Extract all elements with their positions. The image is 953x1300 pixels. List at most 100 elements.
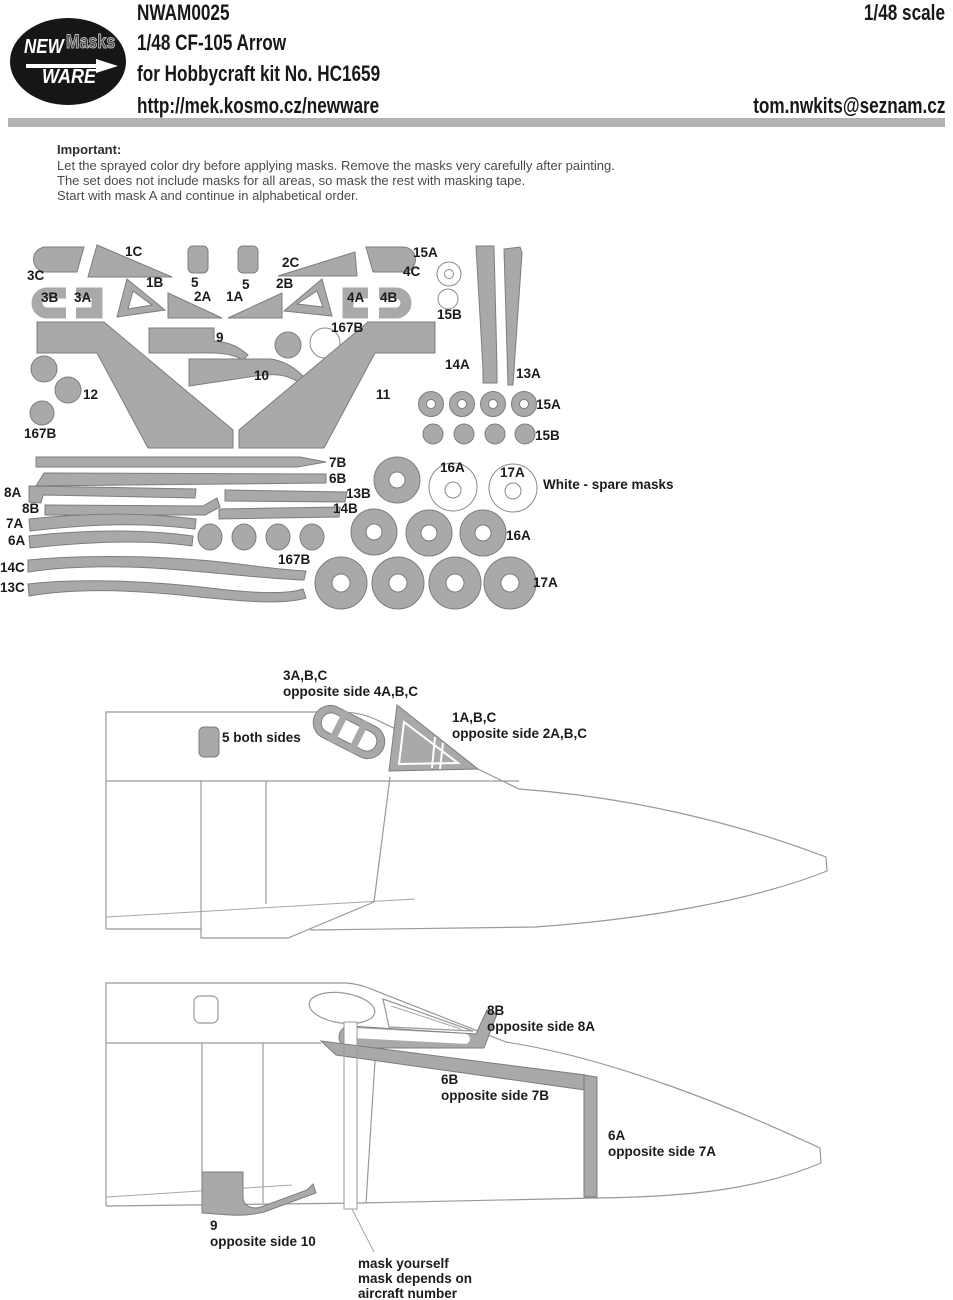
callout-3abc-line1: 3A,B,C [283,668,328,683]
mask-shape-14a [475,245,498,384]
sheet-label-16a-white: 16A [440,460,465,475]
sheet-label-15a-row: 15A [536,397,561,412]
fuselage-window-outline [193,995,219,1024]
mask-strip-14c [27,555,307,581]
mask-shape-1c [87,244,173,278]
sheet-label-12: 12 [83,387,99,402]
mask-strip-13c [27,580,307,603]
mask-circle-row-15b [422,423,536,445]
callout-1abc-line2: opposite side 2A,B,C [452,726,588,741]
callout-6b-line1: 6B [441,1072,459,1087]
header-divider [8,118,945,127]
notes-heading: Important: [57,142,122,157]
sheet-label-13a: 13A [516,366,541,381]
callout-8b-line2: opposite side 8A [487,1019,596,1034]
sheet-label-167b-top: 167B [331,320,364,335]
sheet-label-6b: 6B [329,471,347,486]
spare-mask-15b-white [437,288,459,310]
mask-shape-12 [36,321,234,449]
mask-shape-11 [238,321,436,449]
sheet-label-6a: 6A [8,533,26,548]
mask-strip-8a [28,485,197,504]
callout-6b-line2: opposite side 7B [441,1088,550,1103]
callout-mask-yourself-line3: aircraft number [358,1286,458,1300]
spare-mask-15a-white-hole [444,269,454,279]
sheet-label-13b: 13B [346,486,371,501]
mask-shape-13a [503,246,523,386]
windscreen-outline [308,991,376,1025]
callout-5-both-sides: 5 both sides [222,730,301,745]
mask-shape-3a [76,287,103,319]
logo-new-text: NEW [24,36,64,58]
mask-shape-3c [33,246,85,273]
contact-email: tom.nwkits@seznam.cz [752,93,945,118]
callout-9-line2: opposite side 10 [210,1234,316,1249]
mask-strip-7a [28,513,197,532]
website-url: http://mek.kosmo.cz/newware [137,93,380,118]
sheet-label-3a: 3A [74,290,92,305]
logo-ware-text: WARE [42,66,96,88]
sheet-label-1a: 1A [226,289,244,304]
sheet-label-15b-top: 15B [437,307,462,322]
sheet-label-2a: 2A [194,289,212,304]
sheet-label-13c: 13C [0,580,25,595]
mask-applied-6a [583,1074,598,1198]
callout-leader-line [351,1208,375,1253]
callout-6a-line2: opposite side 7A [608,1144,717,1159]
sheet-label-2c: 2C [282,255,300,270]
mask-sheet [27,244,538,610]
mask-strip-13b [224,489,348,503]
mask-applied-8b [338,1009,498,1049]
kit-subtitle: for Hobbycraft kit No. HC1659 [137,61,381,86]
sheet-label-7b: 7B [329,455,347,470]
sheet-label-14c: 14C [0,560,25,575]
product-code: NWAM0025 [137,0,230,25]
mask-applied-5 [198,726,220,758]
mask-applied-1abc [388,704,480,772]
sheet-label-17a-gray: 17A [533,575,558,590]
mask-shape-10 [188,358,304,387]
sheet-label-2b: 2B [276,276,294,291]
mask-shape-9 [148,327,249,361]
sheet-label-4c: 4C [403,264,421,279]
sheet-label-4a: 4A [347,290,365,305]
sheet-label-17a-white: 17A [500,465,525,480]
mask-strip-6b [35,472,327,487]
sheet-label-14a: 14A [445,357,470,372]
sheet-label-167b-bottom: 167B [278,552,311,567]
scale-note: 1/48 scale [863,0,945,25]
sheet-label-4b: 4B [380,290,398,305]
aircraft-diagram-bottom [105,982,822,1253]
callout-8b-line1: 8B [487,1003,505,1018]
mask-ellipse-167b-1 [30,355,58,383]
aircraft-diagram-top [105,704,828,939]
sheet-label-14b: 14B [333,501,358,516]
sheet-label-15b-row: 15B [535,428,560,443]
callout-1abc-line1: 1A,B,C [452,710,497,725]
sheet-label-16a-gray: 16A [506,528,531,543]
mask-donut-row-17a [314,556,537,610]
mask-shape-5a [187,245,209,274]
canopy-outline [382,998,474,1032]
callout-9-line1: 9 [210,1218,218,1233]
mask-shape-2a [167,292,223,319]
callout-mask-yourself-line2: mask depends on [358,1271,473,1286]
notes-line-2: The set does not include masks for all a… [57,173,526,188]
callout-3abc-line2: opposite side 4A,B,C [283,684,419,699]
mask-shape-2b [282,278,333,317]
mask-shape-1a [227,292,283,319]
mask-ellipse-167b-2 [54,376,82,404]
mask-circle-167b-gray [274,331,302,359]
sheet-label-9: 9 [216,330,224,345]
sheet-label-8b: 8B [22,501,40,516]
newware-logo: NEW Masks WARE [10,18,126,105]
sheet-label-167b-left: 167B [24,426,57,441]
sheet-label-3c: 3C [27,268,45,283]
mask-applied-3abc [312,704,386,760]
callout-mask-yourself-line1: mask yourself [358,1256,449,1271]
mask-ellipse-167b-3 [29,400,55,426]
mask-donut-row-15a [418,391,537,417]
sheet-label-5b: 5 [242,277,250,292]
notes-line-3: Start with mask A and continue in alphab… [57,188,359,203]
